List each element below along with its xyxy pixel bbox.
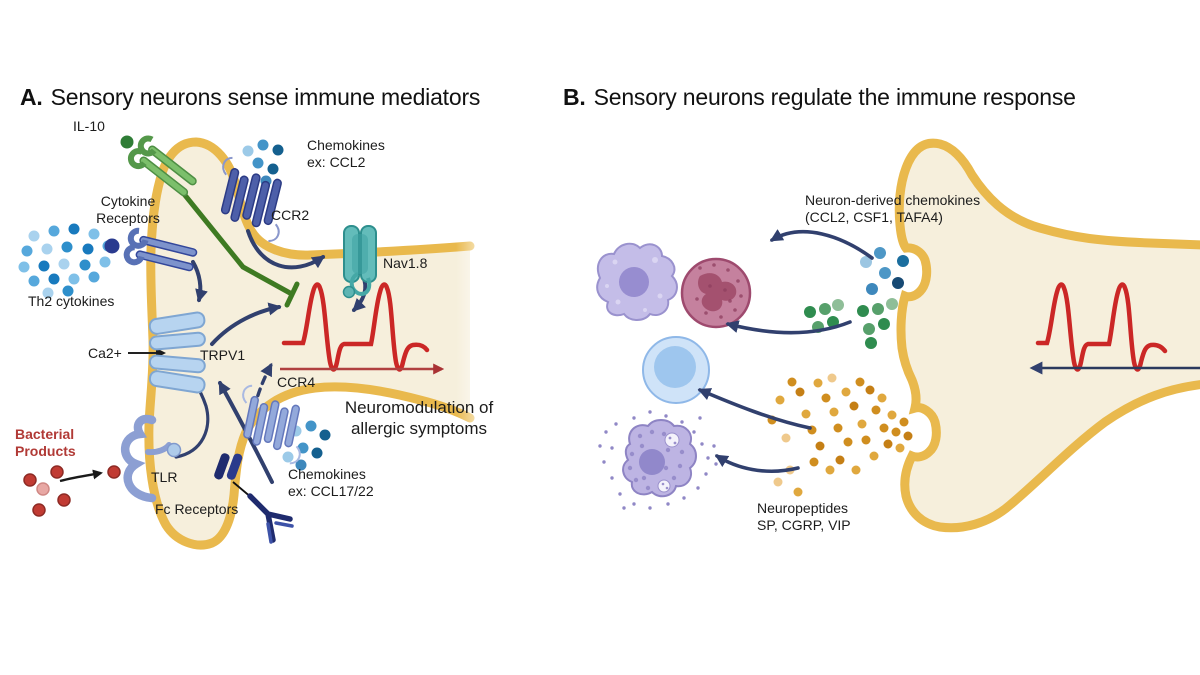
label-ca2: Ca2+ bbox=[88, 345, 122, 361]
label-cytokine-receptors: Cytokine Receptors bbox=[96, 193, 160, 227]
chemokine-dots-b bbox=[804, 247, 909, 349]
label-neuromodulation: Neuromodulation of allergic symptoms bbox=[344, 398, 494, 438]
tlr-receptor bbox=[121, 414, 182, 503]
panel-b-letter: B. bbox=[563, 84, 586, 110]
panel-a-title-text: Sensory neurons sense immune mediators bbox=[50, 84, 481, 110]
cytokine-receptor bbox=[104, 227, 198, 272]
label-nav18: Nav1.8 bbox=[383, 255, 428, 271]
panel-a-letter: A. bbox=[20, 84, 43, 110]
ccr4-receptor bbox=[242, 384, 301, 465]
degranulation-speckles bbox=[598, 410, 718, 510]
il10-inhibition-line bbox=[181, 191, 300, 308]
panel-b-title: B. Sensory neurons regulate the immune re… bbox=[563, 84, 1076, 111]
neuropeptide-dots bbox=[767, 373, 913, 497]
arrows-b bbox=[697, 229, 874, 474]
label-tlr: TLR bbox=[151, 469, 178, 485]
il10-receptor bbox=[120, 135, 197, 197]
action-potential-b bbox=[1029, 282, 1200, 375]
label-trpv1: TRPV1 bbox=[200, 347, 246, 363]
label-fc-receptors: Fc Receptors bbox=[155, 501, 239, 517]
label-il10: IL-10 bbox=[73, 118, 105, 134]
ccl17-dots bbox=[282, 420, 331, 471]
label-bacterial-products: Bacterial Products bbox=[15, 426, 76, 460]
label-neuropeptides: Neuropeptides SP, CGRP, VIP bbox=[757, 500, 851, 534]
macrophage-cell bbox=[596, 242, 678, 321]
trpv1-channel bbox=[148, 311, 206, 394]
neuron-a-fade bbox=[456, 226, 494, 436]
label-ccr4: CCR4 bbox=[277, 374, 316, 390]
action-potential-a bbox=[280, 282, 445, 375]
th2-cytokine-dots bbox=[18, 223, 114, 299]
eosinophil-cell bbox=[680, 257, 752, 329]
label-chemokines-ccl2: Chemokines ex: CCL2 bbox=[307, 137, 385, 171]
lymphocyte-cell bbox=[642, 336, 710, 404]
cytokine-ligand-dot bbox=[104, 238, 120, 254]
label-neuron-chemokines: Neuron-derived chemokines (CCL2, CSF1, T… bbox=[805, 192, 981, 226]
bacterial-dots bbox=[23, 465, 121, 517]
label-th2-cytokines: Th2 cytokines bbox=[28, 293, 115, 309]
il10-ligand-dot bbox=[120, 135, 134, 149]
panel-b-title-text: Sensory neurons regulate the immune resp… bbox=[593, 84, 1076, 110]
bacteria-arrow bbox=[59, 469, 103, 483]
label-ccr2: CCR2 bbox=[271, 207, 310, 223]
label-chemokines-ccl17: Chemokines ex: CCL17/22 bbox=[288, 466, 374, 500]
mast-cell bbox=[598, 410, 718, 510]
fc-receptor-antibody bbox=[214, 453, 294, 544]
ccr2-receptor bbox=[220, 156, 282, 242]
nav18-channel bbox=[342, 225, 377, 299]
panel-a-title: A. Sensory neurons sense immune mediators bbox=[20, 84, 480, 111]
